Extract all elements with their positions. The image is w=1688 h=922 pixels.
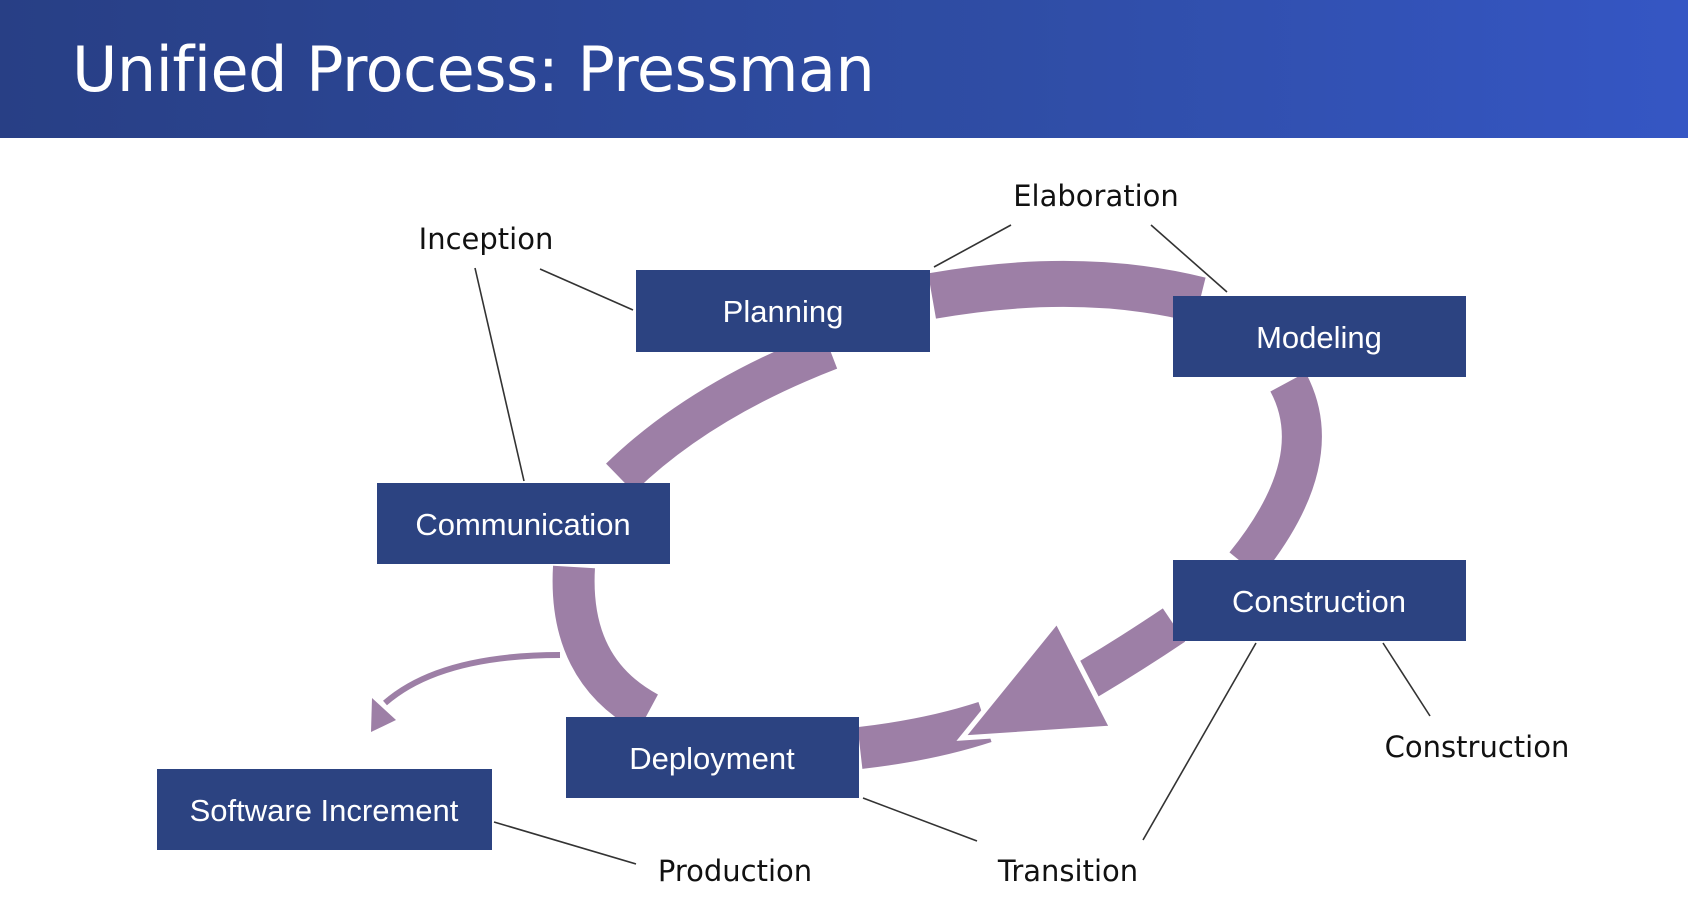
communication-label: Communication xyxy=(415,507,630,542)
software-increment-box: Software Increment xyxy=(157,769,492,850)
leader-transition-construction xyxy=(1142,642,1257,841)
deployment-box: Deployment xyxy=(566,717,859,798)
leader-elaboration-planning xyxy=(933,224,1012,268)
leader-transition-deployment xyxy=(862,797,978,842)
communication-box: Communication xyxy=(377,483,670,564)
planning-label: Planning xyxy=(723,294,844,329)
cycle-arrowhead xyxy=(956,616,1116,741)
leader-inception-communication xyxy=(474,267,525,482)
cycle-arrow-communication-to-planning xyxy=(606,331,838,493)
page-title: Unified Process: Pressman xyxy=(72,33,875,106)
leader-elaboration-modeling xyxy=(1150,224,1228,293)
exit-arrowhead xyxy=(371,698,396,732)
software-increment-label: Software Increment xyxy=(190,793,459,828)
phase-label-construction: Construction xyxy=(1385,730,1570,764)
cycle-arrow-modeling-to-construction xyxy=(1229,372,1322,578)
cycle-arrow-planning-to-modeling xyxy=(928,260,1206,323)
phase-label-inception: Inception xyxy=(419,222,554,256)
phase-label-elaboration: Elaboration xyxy=(1013,179,1179,213)
cycle-arrow-deployment-to-communication xyxy=(552,565,659,732)
construction-label: Construction xyxy=(1232,584,1406,619)
leader-inception-planning xyxy=(539,268,634,311)
construction-box: Construction xyxy=(1173,560,1466,641)
modeling-box: Modeling xyxy=(1173,296,1466,377)
title-bar: Unified Process: Pressman xyxy=(0,0,1688,138)
modeling-label: Modeling xyxy=(1256,320,1382,355)
deployment-label: Deployment xyxy=(629,741,795,776)
leader-construction-phase xyxy=(1382,642,1431,717)
leader-production-increment xyxy=(493,821,637,865)
planning-box: Planning xyxy=(636,270,930,352)
phase-label-transition: Transition xyxy=(997,854,1138,888)
exit-arrow-curve xyxy=(383,652,561,706)
phase-label-production: Production xyxy=(658,854,812,888)
